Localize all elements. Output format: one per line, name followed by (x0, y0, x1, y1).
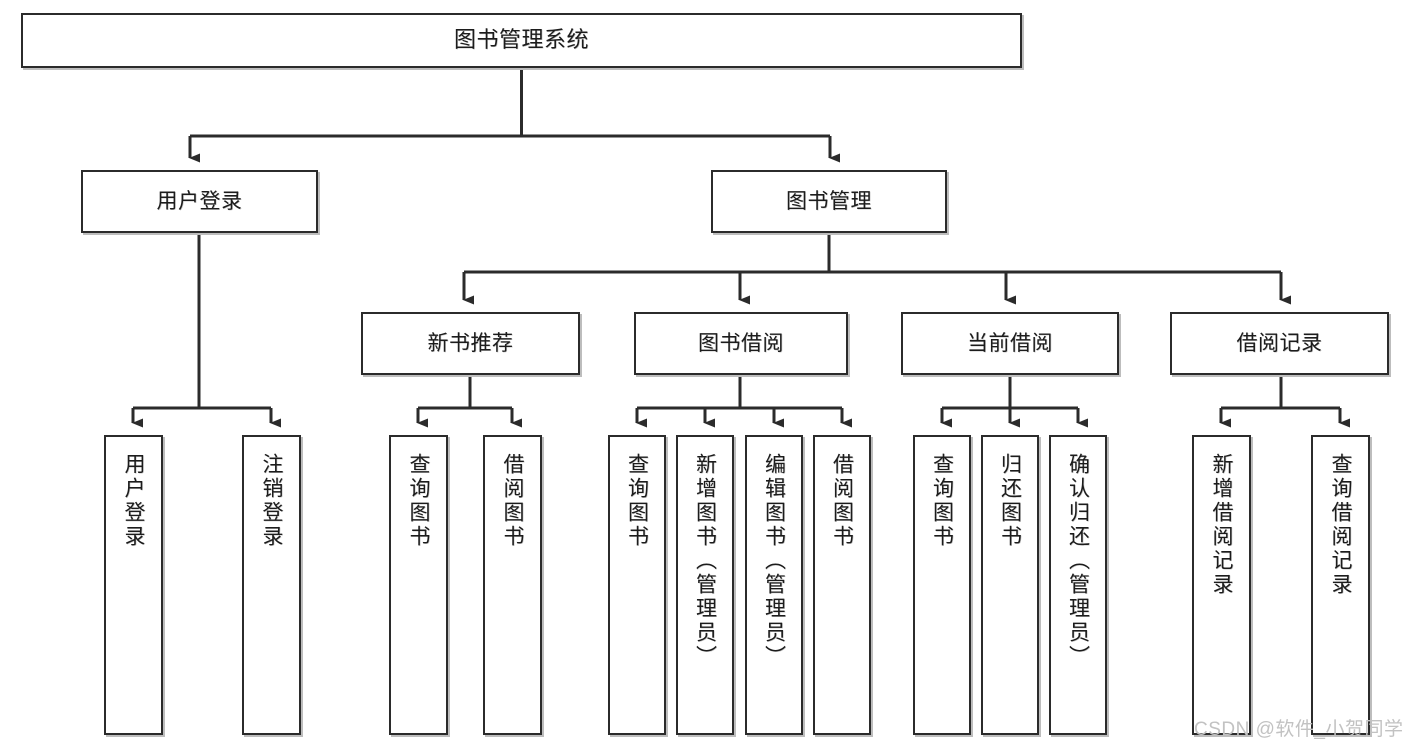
node-book-manage[interactable]: 图书管理 (711, 170, 947, 233)
node-leaf-confirm-return[interactable]: 确认归还（管理员） (1049, 435, 1107, 735)
node-leaf-confirm-return-label: 确认归还（管理员） (1066, 453, 1090, 669)
node-leaf-borrow-book-1[interactable]: 借阅图书 (483, 435, 542, 735)
node-leaf-return-book[interactable]: 归还图书 (981, 435, 1039, 735)
node-leaf-query-book-1[interactable]: 查询图书 (389, 435, 448, 735)
node-leaf-user-login-label: 用户登录 (122, 453, 145, 549)
csdn-watermark: CSDN @软件_小贺同学 (1194, 719, 1404, 740)
node-leaf-add-record-label: 新增借阅记录 (1210, 453, 1233, 597)
node-leaf-query-book-1-label: 查询图书 (407, 453, 430, 549)
node-leaf-borrow-book-2[interactable]: 借阅图书 (813, 435, 871, 735)
node-leaf-query-book-2[interactable]: 查询图书 (608, 435, 666, 735)
node-borrow-record-label: 借阅记录 (1236, 331, 1323, 355)
node-new-book-rec-label: 新书推荐 (427, 331, 514, 355)
node-leaf-logout-label: 注销登录 (260, 453, 283, 549)
node-root[interactable]: 图书管理系统 (21, 13, 1022, 68)
node-leaf-query-book-3-label: 查询图书 (930, 453, 954, 549)
node-user-login[interactable]: 用户登录 (81, 170, 318, 233)
node-book-borrow[interactable]: 图书借阅 (634, 312, 848, 375)
node-book-borrow-label: 图书借阅 (698, 331, 784, 355)
node-leaf-borrow-book-1-label: 借阅图书 (501, 453, 524, 549)
node-leaf-user-login[interactable]: 用户登录 (104, 435, 163, 735)
node-leaf-query-record-label: 查询借阅记录 (1329, 453, 1352, 597)
node-borrow-record[interactable]: 借阅记录 (1170, 312, 1389, 375)
node-leaf-edit-book-label: 编辑图书（管理员） (762, 453, 786, 669)
node-book-manage-label: 图书管理 (786, 189, 872, 213)
node-leaf-borrow-book-2-label: 借阅图书 (830, 453, 854, 549)
node-leaf-query-book-2-label: 查询图书 (625, 453, 649, 549)
node-leaf-query-record[interactable]: 查询借阅记录 (1311, 435, 1370, 735)
node-leaf-add-book[interactable]: 新增图书（管理员） (676, 435, 734, 735)
node-leaf-add-record[interactable]: 新增借阅记录 (1192, 435, 1251, 735)
node-leaf-return-book-label: 归还图书 (998, 453, 1022, 549)
node-current-borrow[interactable]: 当前借阅 (901, 312, 1119, 375)
node-leaf-query-book-3[interactable]: 查询图书 (913, 435, 971, 735)
node-current-borrow-label: 当前借阅 (967, 331, 1053, 355)
node-user-login-label: 用户登录 (156, 189, 243, 213)
node-new-book-rec[interactable]: 新书推荐 (361, 312, 580, 375)
node-leaf-edit-book[interactable]: 编辑图书（管理员） (745, 435, 803, 735)
node-leaf-logout[interactable]: 注销登录 (242, 435, 301, 735)
node-leaf-add-book-label: 新增图书（管理员） (693, 453, 717, 669)
node-root-label: 图书管理系统 (453, 27, 589, 53)
